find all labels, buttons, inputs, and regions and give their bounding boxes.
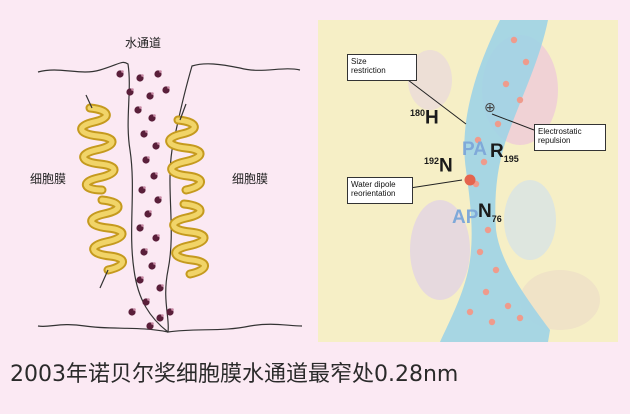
- channel-label: 水通道: [125, 36, 162, 50]
- water-molecule: [492, 266, 500, 274]
- helix-right-2: [169, 199, 209, 279]
- water-hydrogen: [121, 70, 124, 73]
- water-hydrogen: [143, 186, 146, 189]
- water-molecule: [502, 80, 510, 88]
- membrane-left-label: 细胞膜: [30, 172, 67, 186]
- water-hydrogen: [141, 74, 144, 77]
- water-molecule: [504, 302, 512, 310]
- water-hydrogen: [145, 248, 148, 251]
- water-hydrogen: [153, 114, 156, 117]
- water-molecule: [516, 314, 524, 322]
- water-molecule: [488, 318, 496, 326]
- water-hydrogen: [151, 92, 154, 95]
- water-hydrogen: [149, 210, 152, 213]
- water-hydrogen: [157, 142, 160, 145]
- water-hydrogen: [159, 70, 162, 73]
- water-molecule: [474, 136, 482, 144]
- plus-charge-icon: ⊕: [484, 100, 496, 116]
- water-molecule: [516, 96, 524, 104]
- water-hydrogen: [155, 172, 158, 175]
- water-molecules-right: [464, 36, 530, 326]
- water-hydrogen: [139, 106, 142, 109]
- electrostatic-repulsion-callout: Electrostatic repulsion: [534, 124, 606, 151]
- water-hydrogen: [151, 322, 154, 325]
- water-hydrogen: [157, 234, 160, 237]
- residue-asn192: 192N: [424, 155, 453, 177]
- water-hydrogen: [161, 284, 164, 287]
- water-hydrogen: [161, 314, 164, 317]
- water-hydrogen: [141, 276, 144, 279]
- water-hydrogen: [147, 298, 150, 301]
- npa-motif-top: PA: [462, 139, 487, 160]
- water-molecule: [494, 120, 502, 128]
- npa-motif-bottom: AP: [452, 207, 479, 228]
- water-molecule: [480, 158, 488, 166]
- water-hydrogen: [159, 196, 162, 199]
- water-hydrogen: [131, 88, 134, 91]
- residue-his180: 180H: [410, 107, 439, 129]
- water-hydrogen: [141, 224, 144, 227]
- water-hydrogen: [167, 86, 170, 89]
- water-molecule-narrowest: [464, 174, 476, 186]
- water-molecule: [482, 288, 490, 296]
- water-molecule: [466, 308, 474, 316]
- water-hydrogen: [145, 130, 148, 133]
- water-dipole-callout: Water dipole reorientation: [347, 177, 413, 204]
- slide-caption: 2003年诺贝尔奖细胞膜水通道最窄处0.28nm: [10, 362, 459, 387]
- helix-left-1: [77, 94, 119, 195]
- membrane-left-outline: [37, 61, 169, 333]
- water-molecule: [510, 36, 518, 44]
- water-channel: [440, 20, 550, 342]
- water-hydrogen: [133, 308, 136, 311]
- water-hydrogen: [153, 262, 156, 265]
- water-molecule: [484, 226, 492, 234]
- water-hydrogen: [171, 308, 174, 311]
- water-molecule: [522, 58, 530, 66]
- helix-left-2: [87, 195, 127, 289]
- water-hydrogen: [147, 156, 150, 159]
- water-molecules-left: [116, 70, 174, 330]
- residue-asn76: N76: [478, 201, 502, 224]
- size-restriction-callout: Size restriction: [347, 54, 417, 81]
- helix-right-1: [165, 103, 205, 195]
- water-molecule: [476, 248, 484, 256]
- membrane-right-label: 细胞膜: [232, 172, 269, 186]
- residue-arg195: R195: [490, 141, 519, 164]
- membrane-right-outline: [165, 63, 303, 333]
